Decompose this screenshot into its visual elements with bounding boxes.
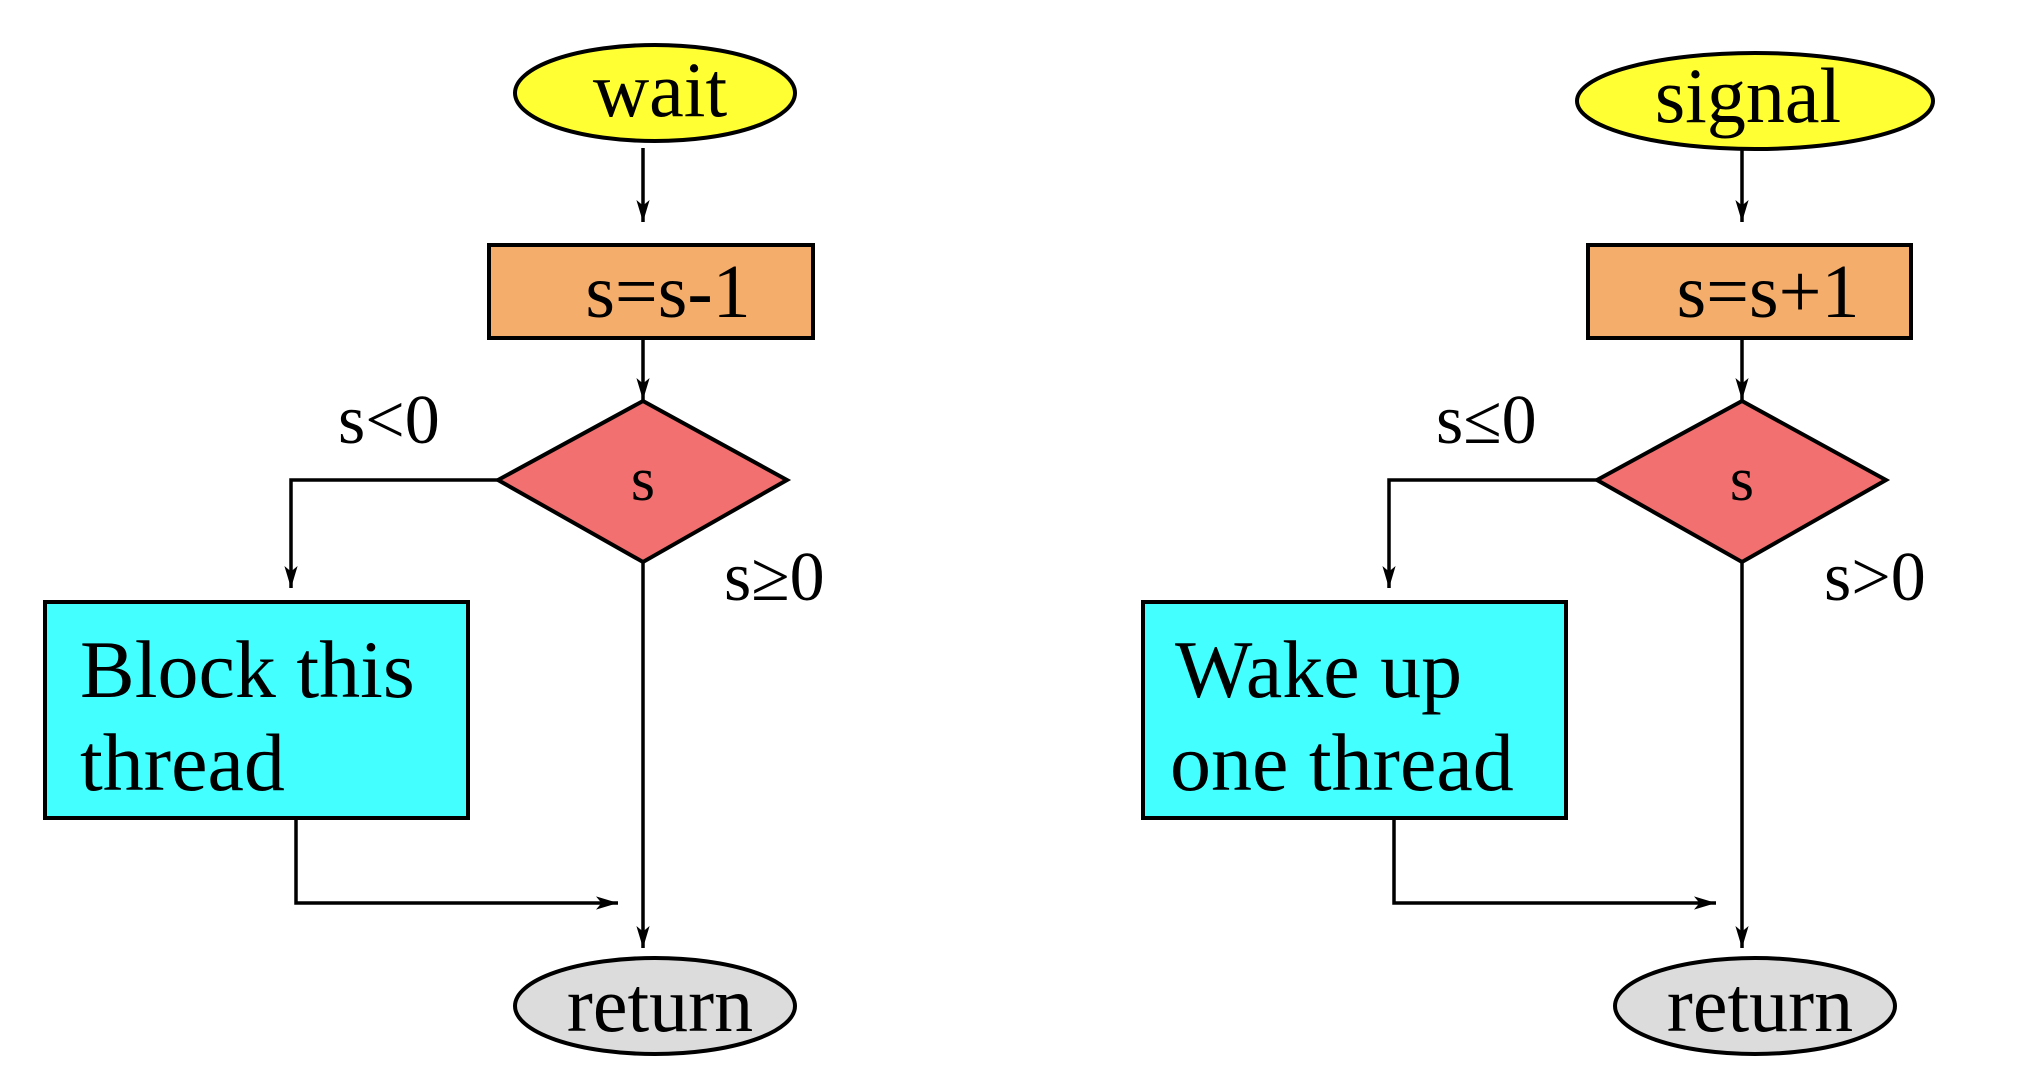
signal-flowchart: signal s=s+1 s s≤0 s>0 Wake up one threa… bbox=[1141, 51, 1935, 1056]
wake-thread-label-line2: one thread bbox=[1170, 717, 1514, 808]
block-thread-label-line1: Block this bbox=[80, 624, 415, 715]
signal-branch-right-label: s>0 bbox=[1824, 539, 1926, 616]
signal-decision-diamond: s bbox=[1592, 398, 1891, 565]
wait-decrement-box: s=s-1 bbox=[487, 243, 815, 340]
signal-start-terminal: signal bbox=[1575, 51, 1935, 151]
signal-branch-left-label: s≤0 bbox=[1436, 382, 1537, 459]
wait-decrement-label: s=s-1 bbox=[585, 250, 750, 334]
wait-decision-label: s bbox=[631, 446, 655, 514]
wait-branch-right-label: s≥0 bbox=[724, 539, 825, 616]
wake-thread-box: Wake up one thread bbox=[1141, 600, 1568, 820]
signal-increment-label: s=s+1 bbox=[1677, 250, 1860, 334]
wait-start-terminal: wait bbox=[513, 43, 797, 143]
wait-branch-left-label: s<0 bbox=[338, 382, 440, 459]
signal-decision-label: s bbox=[1730, 446, 1754, 514]
wait-return-label: return bbox=[567, 961, 753, 1048]
signal-return-terminal: return bbox=[1613, 956, 1897, 1056]
block-thread-label-line2: thread bbox=[80, 717, 285, 808]
edge-decision-to-wake bbox=[1382, 478, 1597, 588]
wait-decision-diamond: s bbox=[493, 398, 792, 565]
edge-decision-to-block bbox=[284, 478, 498, 588]
signal-increment-box: s=s+1 bbox=[1586, 243, 1913, 340]
edge-block-to-return bbox=[294, 819, 618, 910]
edge-wake-to-return bbox=[1392, 819, 1716, 910]
wait-flowchart: wait s=s-1 s s<0 s≥0 Block this thread r… bbox=[43, 43, 825, 1056]
wake-thread-label-line1: Wake up bbox=[1175, 624, 1462, 715]
signal-start-label: signal bbox=[1655, 52, 1841, 139]
block-thread-box: Block this thread bbox=[43, 600, 470, 820]
wait-start-label: wait bbox=[593, 46, 728, 133]
wait-return-terminal: return bbox=[513, 956, 797, 1056]
signal-return-label: return bbox=[1667, 961, 1853, 1048]
